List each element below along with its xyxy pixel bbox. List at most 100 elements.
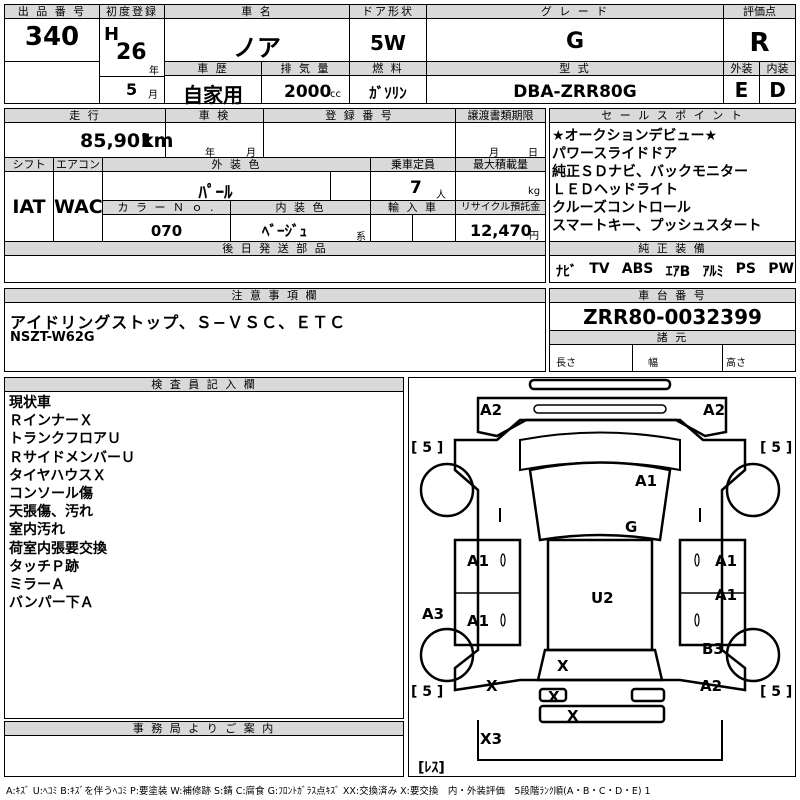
equip-tv: TV <box>589 261 610 277</box>
mark-left-rear-quarter: A3 <box>422 605 445 623</box>
lot-number: 340 <box>24 22 80 52</box>
front-bumper <box>476 396 728 438</box>
mark-left-rear-door: A1 <box>467 612 490 630</box>
reg-month: 5 <box>126 80 138 99</box>
notes-label: 注 意 事 項 欄 <box>5 289 545 303</box>
windshield <box>528 461 672 542</box>
tire-front-right <box>725 462 781 518</box>
insp-year-unit: 年 <box>205 148 215 159</box>
equip-airbag: ｴｱB <box>665 264 691 280</box>
chassis-number: ZRR80-0032399 <box>583 305 762 329</box>
mileage: 85,901 <box>80 130 154 152</box>
recycle-fee: 12,470 <box>470 221 532 240</box>
model: DBA-ZRR80G <box>513 82 637 102</box>
mark-front-left-corner: A2 <box>480 401 503 419</box>
sales-point-list: ★オークションデビュー★ パワースライドドア 純正ＳＤナビ、バックモニター ＬＥ… <box>552 127 795 235</box>
specs-label: 諸 元 <box>550 331 795 345</box>
body-outline <box>453 418 747 692</box>
mark-right-rear-door: A1 <box>715 586 738 604</box>
sales-point-item: クルーズコントロール <box>552 200 691 216</box>
inspector-line: 天張傷、汚れ <box>9 504 93 521</box>
maxload-label: 最大積載量 <box>456 158 545 172</box>
sales-point-item: ★オークションデビュー★ <box>552 128 718 144</box>
inspector-line: ミラーＡ <box>9 577 65 594</box>
int-score: D <box>769 78 786 102</box>
equipment-label: 純 正 装 備 <box>550 242 795 256</box>
displacement: 2000 <box>284 82 332 102</box>
capacity: 7 <box>410 178 422 198</box>
colorno-label: カ ラ ー Ｎ ｏ . <box>103 201 230 215</box>
reg-month-unit: 月 <box>148 90 158 101</box>
exterior-color: ﾊﾟｰﾙ <box>198 183 233 203</box>
inspector-line: タイヤハウスＸ <box>9 467 107 484</box>
mark-rear-bumper: X <box>548 688 560 706</box>
sales-point-item: ＬＥＤヘッドライト <box>552 182 678 198</box>
inspector-box <box>4 377 404 719</box>
fuel-label: 燃 料 <box>350 62 426 76</box>
lot-label: 出 品 番 号 <box>5 5 99 19</box>
car-name: ノア <box>233 34 281 62</box>
capacity-unit: 人 <box>436 190 446 201</box>
inspector-line: コンソール傷 <box>9 486 93 503</box>
fuel: ｶﾞｿﾘﾝ <box>369 84 407 102</box>
ext-score: E <box>734 78 749 102</box>
ac-label: エアコン <box>54 158 102 172</box>
ext-label: 外装 <box>724 62 759 76</box>
chassis-label: 車 台 番 号 <box>550 289 795 303</box>
shift-label: シフト <box>5 158 53 172</box>
door-label: ドア形状 <box>350 5 426 19</box>
roof-strip-top <box>528 378 672 391</box>
transfer-month-unit: 月 <box>489 148 499 159</box>
intcolor-label: 内 装 色 <box>231 201 370 215</box>
score-label: 評価点 <box>724 5 795 19</box>
tire-front-left <box>419 462 475 518</box>
left-doors <box>453 538 522 647</box>
equipment-list: ﾅﾋﾞ TV ABS ｴｱB ｱﾙﾐ PS PW <box>556 261 794 281</box>
tire-rating-rear-left: [ 5 ] <box>411 684 444 700</box>
mark-right-rear-quarter: B3 <box>702 640 724 658</box>
office-label: 事 務 局 よ り ご 案 内 <box>5 722 403 736</box>
rear-window <box>536 648 664 682</box>
rear-bumper-strip-right <box>630 687 666 703</box>
mark-left-rear: X <box>486 677 498 695</box>
hood <box>519 431 681 472</box>
model-label: 型 式 <box>427 62 723 76</box>
door-type: 5W <box>370 31 406 55</box>
inspector-line: バンパー下Ａ <box>9 595 94 612</box>
grade: G <box>565 29 585 54</box>
sales-point-item: 純正ＳＤナビ、バックモニター <box>552 164 748 180</box>
length-label: 長さ <box>556 358 576 369</box>
history: 自家用 <box>183 83 243 107</box>
notes-line-1: アイドリングストップ、Ｓ−ＶＳＣ、ＥＴＣ <box>10 313 347 332</box>
legend-footer: A:ｷｽﾞ U:ﾍｺﾐ B:ｷｽﾞを伴うﾍｺﾐ P:要塗装 W:補修跡 S:錆 … <box>6 786 651 797</box>
reg-era: H <box>104 24 120 45</box>
sales-point-item: スマートキー、プッシュスタート <box>552 218 762 234</box>
mark-rear-window: X <box>557 657 569 675</box>
mark-tailgate: X3 <box>480 730 503 748</box>
inspector-line: タッチＰ跡 <box>9 558 79 575</box>
height-label: 高さ <box>726 358 746 369</box>
inspector-line: 室内汚れ <box>9 522 65 539</box>
displacement-unit: cc <box>330 89 341 100</box>
width-label: 幅 <box>648 358 658 369</box>
history-label: 車 歴 <box>165 62 261 76</box>
tailgate <box>477 720 723 761</box>
right-doors <box>678 538 747 647</box>
interior-color-unit: 系 <box>356 232 366 243</box>
reg-year: 26 <box>116 40 147 65</box>
mark-left-front-door: A1 <box>467 552 490 570</box>
displacement-label: 排 気 量 <box>262 62 349 76</box>
inspector-notes: 現状車 ＲインナーＸ トランクフロアＵ ＲサイドメンバーＵ タイヤハウスＸ コン… <box>9 394 135 612</box>
mileage-label: 走 行 <box>5 109 165 123</box>
shift: IAT <box>12 196 46 218</box>
later-parts-label: 後 日 発 送 部 品 <box>5 242 545 256</box>
equip-abs: ABS <box>621 261 654 277</box>
mark-right-front-door: A1 <box>715 552 738 570</box>
import-label: 輸 入 車 <box>371 201 455 215</box>
mark-right-rear-corner: A2 <box>700 677 723 695</box>
equip-navi: ﾅﾋﾞ <box>556 264 577 280</box>
inspector-line: ＲインナーＸ <box>9 413 93 430</box>
mark-front-right-corner: A2 <box>703 401 726 419</box>
score: R <box>749 28 770 58</box>
mark-rear-bottom: X <box>567 707 579 725</box>
